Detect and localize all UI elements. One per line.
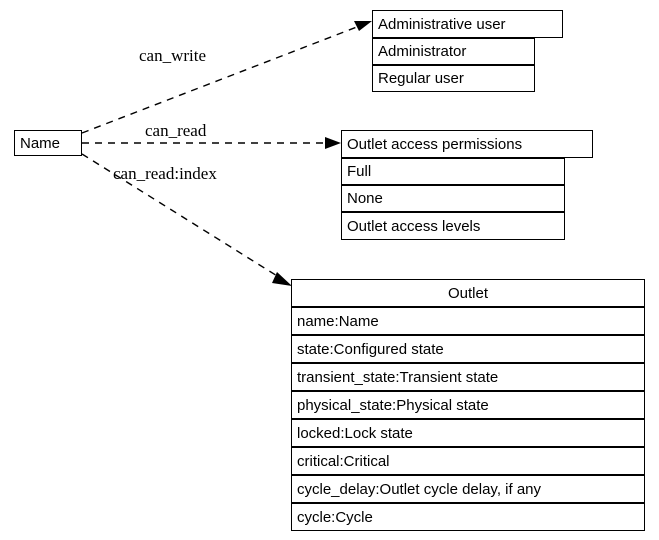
edge-can-write-arrowhead	[354, 21, 372, 31]
node-outlet-access-permissions-row-0[interactable]: Full	[341, 158, 565, 185]
node-outlet-row-3-label: physical_state:Physical state	[297, 396, 489, 414]
node-administrative-user-row-0[interactable]: Administrator	[372, 38, 535, 65]
node-name-title[interactable]: Name	[14, 130, 82, 156]
edge-can-read-arrowhead	[325, 137, 341, 149]
node-outlet-access-permissions-title[interactable]: Outlet access permissions	[341, 130, 593, 158]
edge-label-can-read: can_read	[145, 121, 207, 140]
edge-can-write-line	[81, 24, 363, 134]
node-outlet-row-7[interactable]: cycle:Cycle	[291, 503, 645, 531]
node-outlet-row-6[interactable]: cycle_delay:Outlet cycle delay, if any	[291, 475, 645, 503]
node-administrative-user-title[interactable]: Administrative user	[372, 10, 563, 38]
node-outlet-row-2-label: transient_state:Transient state	[297, 368, 499, 386]
edge-can-read-index-line	[81, 153, 283, 280]
node-outlet-access-permissions-row-2-label: Outlet access levels	[347, 217, 481, 235]
edge-can-read	[82, 137, 341, 149]
node-outlet-row-6-label: cycle_delay:Outlet cycle delay, if any	[297, 480, 542, 498]
node-outlet-access-permissions-title-label: Outlet access permissions	[347, 135, 523, 153]
node-outlet-access-permissions-row-1[interactable]: None	[341, 185, 565, 212]
edge-label-can-write: can_write	[139, 46, 207, 65]
node-outlet-title-label: Outlet	[447, 284, 489, 302]
edge-can-write	[81, 21, 372, 134]
node-outlet-row-3[interactable]: physical_state:Physical state	[291, 391, 645, 419]
node-outlet-access-permissions-row-1-label: None	[347, 190, 383, 207]
node-outlet-row-4[interactable]: locked:Lock state	[291, 419, 645, 447]
node-outlet-row-2[interactable]: transient_state:Transient state	[291, 363, 645, 391]
node-outlet-row-7-label: cycle:Cycle	[297, 508, 373, 526]
node-administrative-user-title-label: Administrative user	[378, 15, 506, 33]
node-administrative-user-row-1[interactable]: Regular user	[372, 65, 535, 92]
edge-can-read-index-arrowhead	[272, 272, 292, 286]
edge-can-read-index	[81, 153, 292, 286]
node-outlet-title[interactable]: Outlet	[291, 279, 645, 307]
node-outlet-row-4-label: locked:Lock state	[297, 424, 413, 442]
node-outlet-row-5[interactable]: critical:Critical	[291, 447, 645, 475]
edge-label-can-read-index: can_read:index	[113, 164, 217, 183]
node-outlet-access-permissions-row-2[interactable]: Outlet access levels	[341, 212, 565, 240]
node-name-title-label: Name	[20, 134, 61, 152]
node-outlet-row-0[interactable]: name:Name	[291, 307, 645, 335]
node-outlet-row-1-label: state:Configured state	[297, 340, 444, 358]
node-outlet-access-permissions-row-0-label: Full	[347, 163, 372, 180]
node-outlet-row-1[interactable]: state:Configured state	[291, 335, 645, 363]
node-outlet-row-5-label: critical:Critical	[297, 452, 390, 470]
node-outlet-row-0-label: name:Name	[297, 312, 379, 330]
node-administrative-user-row-0-label: Administrator	[378, 43, 467, 60]
node-administrative-user-row-1-label: Regular user	[378, 70, 464, 87]
